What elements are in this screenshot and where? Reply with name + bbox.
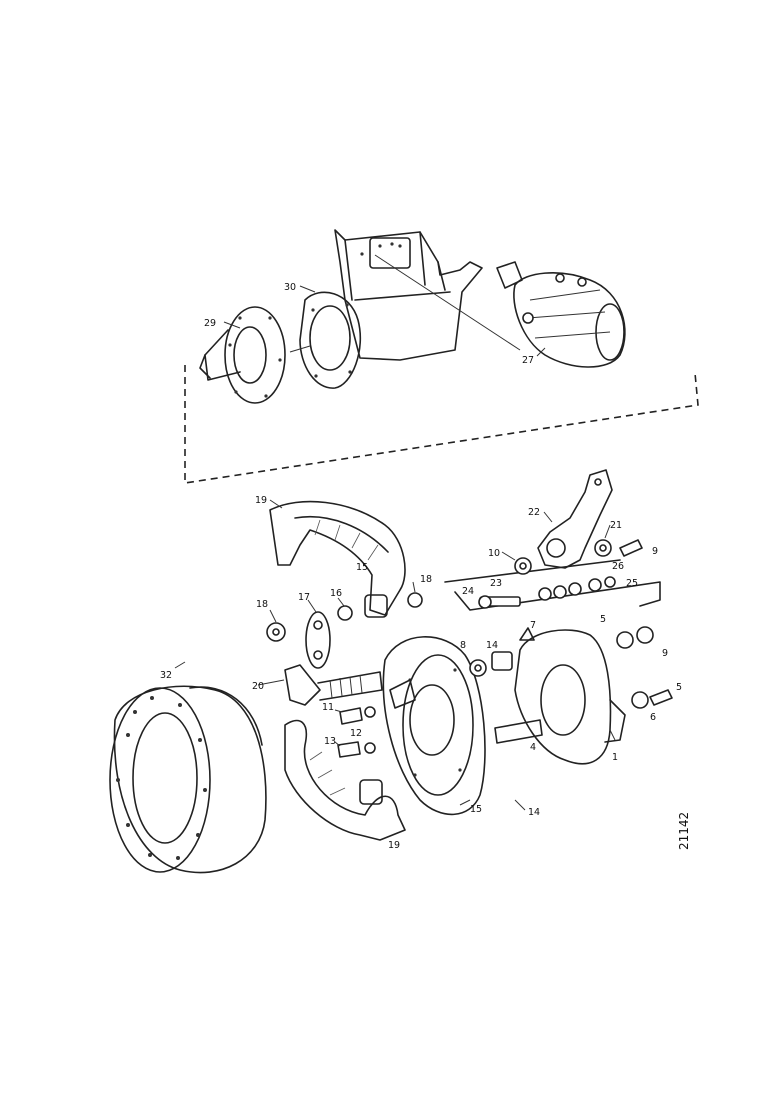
adjuster-shaft-hardware	[444, 559, 661, 611]
callout-5-upper: 5	[600, 614, 606, 625]
callout-11: 11	[322, 702, 334, 713]
axle-housing	[334, 229, 521, 361]
lower-brake-shoe	[284, 719, 406, 841]
mounting-bolts	[337, 627, 535, 758]
callout-32: 32	[160, 670, 172, 681]
brake-backing-plate	[382, 636, 486, 816]
callout-18-right: 18	[420, 574, 432, 585]
callout-9-upper: 9	[652, 546, 658, 557]
callout-9-lower: 9	[662, 648, 668, 659]
brake-spider-anchor	[514, 626, 673, 765]
callout-17: 17	[298, 592, 310, 603]
callout-24: 24	[462, 586, 474, 597]
callout-16: 16	[330, 588, 342, 599]
figure-number: 21142	[677, 812, 691, 850]
callout-19: 19	[255, 495, 267, 506]
callout-12: 12	[350, 728, 362, 739]
adjuster-washers	[514, 539, 643, 575]
callout-18-left: 18	[256, 599, 268, 610]
callout-4: 4	[530, 742, 536, 753]
callout-15-plate: 15	[470, 804, 482, 815]
brake-drum	[109, 685, 267, 874]
callout-8: 8	[460, 640, 466, 651]
callout-22: 22	[528, 507, 540, 518]
shoe-rollers-washers	[266, 592, 423, 669]
axle-flange	[299, 291, 362, 389]
callout-7: 7	[530, 620, 536, 631]
callout-25: 25	[626, 578, 638, 589]
callout-29: 29	[204, 318, 216, 329]
brake-chamber	[496, 261, 626, 368]
callout-14-lower: 14	[528, 807, 540, 818]
slack-adjuster	[537, 469, 613, 569]
assembly-boundary-line	[184, 365, 699, 484]
callout-1: 1	[612, 752, 618, 763]
callout-27: 27	[522, 355, 534, 366]
callout-15-washer: 15	[356, 562, 368, 573]
callout-20: 20	[252, 681, 264, 692]
callout-19-lower: 19	[388, 840, 400, 851]
callout-21: 21	[610, 520, 622, 531]
callout-6: 6	[650, 712, 656, 723]
callout-14-upper: 14	[486, 640, 498, 651]
callout-5-lower: 5	[676, 682, 682, 693]
callout-10: 10	[488, 548, 500, 559]
callout-26: 26	[612, 561, 624, 572]
upper-brake-shoe	[269, 500, 406, 618]
wheel-hub-spindle	[199, 306, 311, 404]
callout-23: 23	[490, 578, 502, 589]
callout-30: 30	[284, 282, 296, 293]
camshaft	[284, 664, 543, 744]
callout-13: 13	[324, 736, 336, 747]
callout-labels: 32 29 30 27 19 22 21 9 10 26 25 24 23 18…	[160, 282, 682, 851]
leader-lines	[174, 285, 616, 811]
